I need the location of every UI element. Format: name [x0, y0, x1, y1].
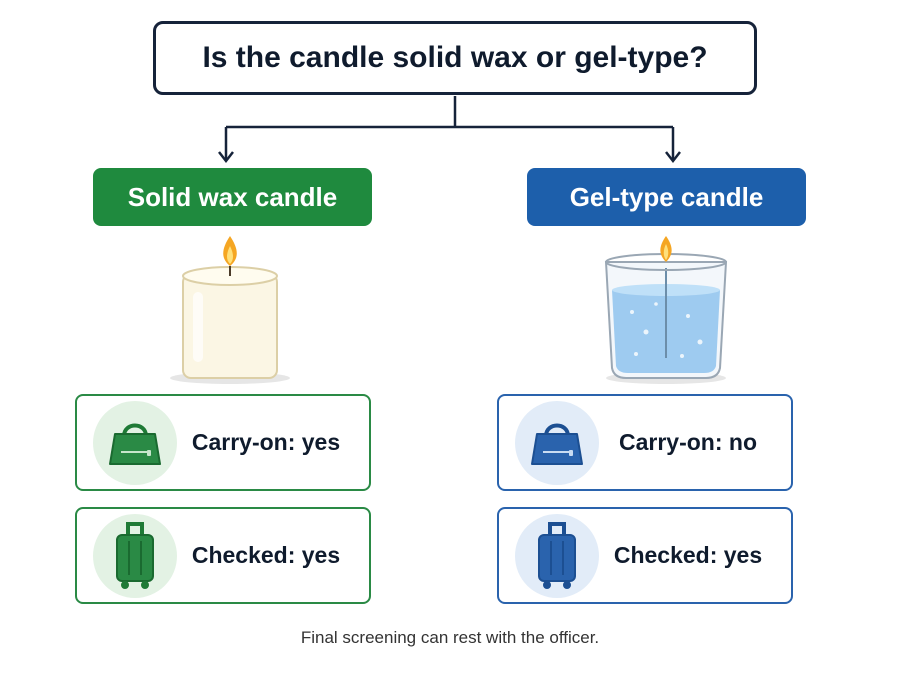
solid-carry-on-label: Carry-on: yes [191, 429, 341, 455]
solid-checked-card: Checked: yes [75, 507, 371, 604]
gel-candle-jar-icon [604, 236, 728, 384]
branch-label-gel-type: Gel-type candle [527, 168, 806, 226]
handbag-icon [531, 423, 583, 465]
solid-carry-on-icon-badge [93, 400, 177, 485]
gel-checked-icon-badge [515, 513, 599, 598]
solid-checked-icon-badge [93, 513, 177, 598]
gel-carry-on-card: Carry-on: no [497, 394, 793, 491]
footnote: Final screening can rest with the office… [300, 628, 600, 647]
pillar-candle-icon [170, 236, 290, 384]
question-text: Is the candle solid wax or gel-type? [202, 41, 708, 74]
question-box: Is the candle solid wax or gel-type? [153, 21, 757, 95]
rolling-suitcase-icon [116, 521, 154, 589]
gel-carry-on-label: Carry-on: no [619, 429, 757, 455]
gel-checked-label: Checked: yes [613, 542, 763, 568]
branch-label-solid-wax: Solid wax candle [93, 168, 372, 226]
gel-checked-card: Checked: yes [497, 507, 793, 604]
solid-carry-on-card: Carry-on: yes [75, 394, 371, 491]
handbag-icon [109, 423, 161, 465]
rolling-suitcase-icon [538, 521, 576, 589]
gel-carry-on-icon-badge [515, 400, 599, 485]
arrowhead-left [218, 151, 234, 164]
arrowhead-right [665, 151, 681, 164]
solid-checked-label: Checked: yes [191, 542, 341, 568]
